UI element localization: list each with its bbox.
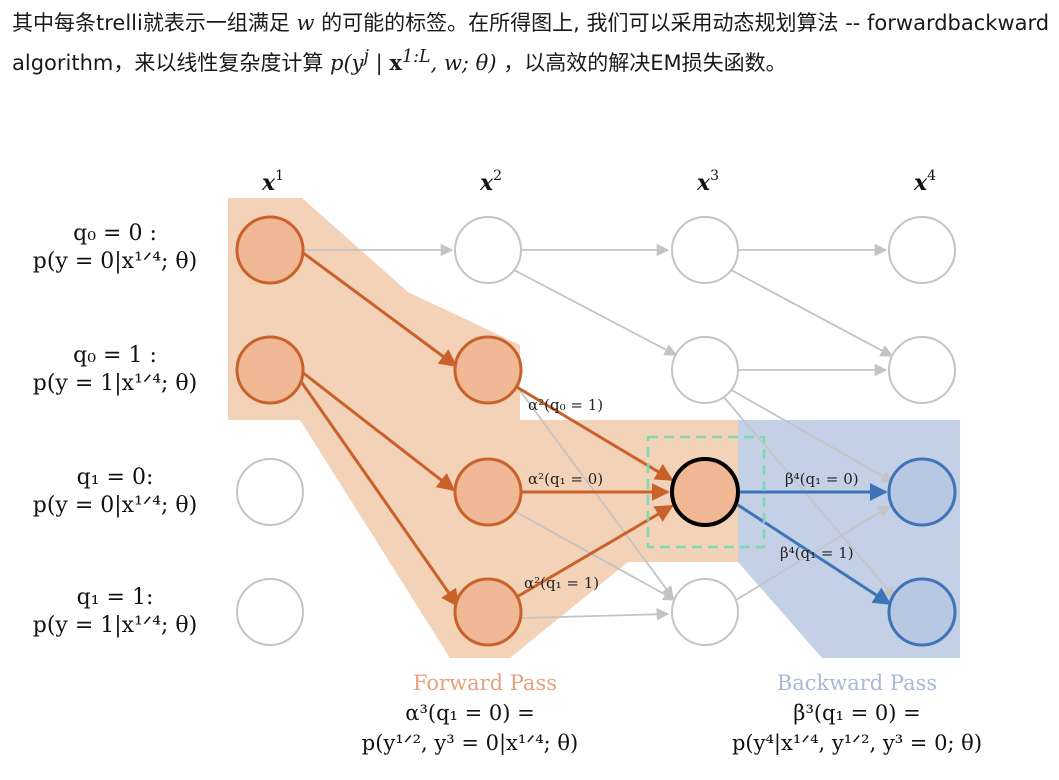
col-header-4: x4 — [913, 168, 936, 196]
row-label-2-line1: q₀ = 1 : — [73, 343, 157, 368]
backward-formula-line2: p(y⁴|x¹ᐟ⁴, y¹ᐟ², y³ = 0; θ) — [732, 731, 982, 756]
node-3-2 — [671, 336, 739, 404]
math-bar: | — [368, 51, 390, 75]
forward-formula-line1: α³(q₁ = 0) = — [405, 701, 534, 725]
edge-label-beta-q1-0: β⁴(q₁ = 0) — [785, 470, 859, 488]
node-4-1 — [888, 216, 956, 284]
backward-pass-label: Backward Pass — [777, 671, 937, 695]
math-w: w — [296, 11, 315, 35]
backward-formula-line1: β³(q₁ = 0) = — [793, 701, 920, 725]
node-1-2 — [235, 335, 305, 405]
math-rest: , w; θ) — [430, 51, 497, 75]
math-x: x — [389, 50, 402, 75]
node-3-4 — [671, 578, 739, 646]
node-3-1 — [671, 216, 739, 284]
focus-dashed-box — [646, 435, 766, 549]
node-2-1 — [454, 216, 522, 284]
col-header-2: x2 — [479, 168, 502, 196]
row-label-1-line1: q₀ = 0 : — [73, 221, 157, 246]
intro-paragraph: 其中每条trelli就表示一组满足 w 的可能的标签。在所得图上, 我们可以采用… — [12, 6, 1052, 80]
row-label-4-line1: q₁ = 1: — [77, 585, 154, 610]
node-2-3 — [453, 457, 523, 527]
node-3-3 — [670, 457, 740, 527]
math-expression: p(yj | x1:L, w; θ) — [330, 47, 497, 75]
edge-label-alpha-q0-1: α²(q₀ = 1) — [528, 396, 603, 414]
forward-pass-label: Forward Pass — [413, 671, 557, 695]
row-label-3-line1: q₁ = 0: — [77, 465, 154, 490]
para-text-2: 的可能的标签。在所得图上, 我们可以采用动态规划算法 -- forwardbac… — [12, 11, 1050, 75]
edge-label-beta-q1-1: β⁴(q₁ = 1) — [780, 544, 854, 562]
node-1-1 — [235, 215, 305, 285]
edge-label-alpha-q1-0: α²(q₁ = 0) — [528, 470, 603, 488]
math-sup-L: 1:L — [401, 47, 431, 67]
forward-edges — [298, 250, 674, 608]
row-label-1-line2: p(y = 0|x¹ᐟ⁴; θ) — [33, 249, 198, 274]
node-1-3 — [236, 458, 304, 526]
col-header-3: x3 — [696, 168, 719, 196]
node-2-2 — [453, 335, 523, 405]
col-header-1: x1 — [261, 168, 284, 196]
row-label-3-line2: p(y = 0|x¹ᐟ⁴; θ) — [33, 493, 198, 518]
node-4-4 — [887, 577, 957, 647]
math-sup-j: j — [363, 47, 369, 67]
row-label-4-line2: p(y = 1|x¹ᐟ⁴; θ) — [33, 613, 198, 638]
node-2-4 — [453, 577, 523, 647]
para-text-1: 其中每条trelli就表示一组满足 — [12, 11, 297, 35]
node-4-3 — [887, 457, 957, 527]
para-text-3: ，以高效的解决EM损失函数。 — [496, 51, 787, 75]
edge-label-alpha-q1-1: α²(q₁ = 1) — [524, 574, 599, 592]
trellis-nodes — [235, 215, 957, 647]
row-label-2-line2: p(y = 1|x¹ᐟ⁴; θ) — [33, 371, 198, 396]
forward-formula-line2: p(y¹ᐟ², y³ = 0|x¹ᐟ⁴; θ) — [362, 731, 578, 756]
node-1-4 — [236, 578, 304, 646]
node-4-2 — [888, 336, 956, 404]
math-p: p(y — [330, 51, 364, 75]
